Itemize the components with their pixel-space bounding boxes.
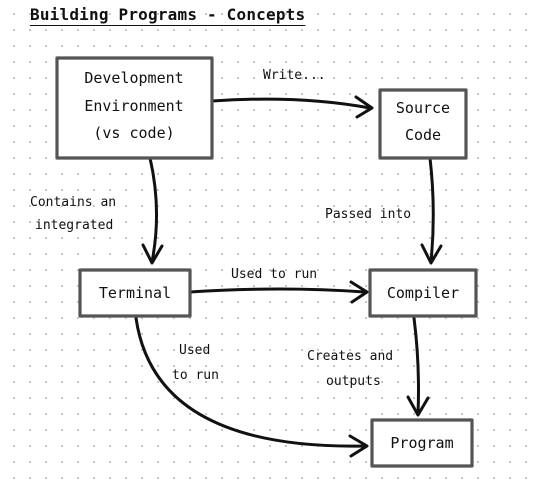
node-development-environment: Development Environment (vs code): [55, 56, 214, 160]
edge-dev-to-source: [210, 97, 372, 110]
arrowhead-compiler-to-program: [406, 395, 430, 417]
node-source-code: Source Code: [378, 88, 468, 160]
edge-label-used-to-run-program: Used: [179, 343, 210, 358]
arrowhead-dev-to-source: [354, 95, 374, 119]
diagram-title: Building Programs - Concepts: [30, 5, 306, 24]
node-compiler: Compiler: [368, 268, 478, 318]
node-label-line: Environment: [84, 97, 183, 115]
edge-label-write: Write...: [263, 68, 326, 83]
edge-terminal-to-program: [134, 316, 367, 448]
edge-compiler-to-program: [412, 316, 420, 416]
edge-label-contains: Contains an: [30, 195, 116, 210]
node-label-line: Terminal: [99, 284, 171, 302]
node-label-line: Source: [396, 99, 450, 117]
edge-label-used-to-run: Used to run: [231, 267, 317, 282]
edge-source-to-compiler: [428, 156, 435, 264]
node-label-line: Development: [84, 69, 183, 87]
node-terminal: Terminal: [78, 268, 192, 318]
edge-label-creates-outputs: Creates and: [307, 349, 393, 364]
edge-label-contains: integrated: [35, 218, 113, 233]
arrowhead-terminal-to-program: [348, 434, 369, 458]
edge-label-passed-into: Passed into: [325, 207, 411, 222]
edge-dev-to-terminal: [148, 156, 159, 264]
arrowhead-dev-to-terminal: [141, 243, 164, 265]
node-program: Program: [370, 418, 474, 468]
node-label-line: Program: [390, 434, 453, 452]
arrowhead-source-to-compiler: [420, 243, 443, 265]
arrowhead-terminal-to-compiler: [349, 280, 369, 304]
edge-label-used-to-run-program: to run: [172, 368, 219, 383]
node-label-line: Code: [405, 126, 441, 144]
edge-label-creates-outputs: outputs: [326, 374, 381, 389]
edge-terminal-to-compiler: [188, 287, 367, 294]
node-label-line: Compiler: [387, 284, 459, 302]
node-label-line: (vs code): [93, 124, 174, 142]
